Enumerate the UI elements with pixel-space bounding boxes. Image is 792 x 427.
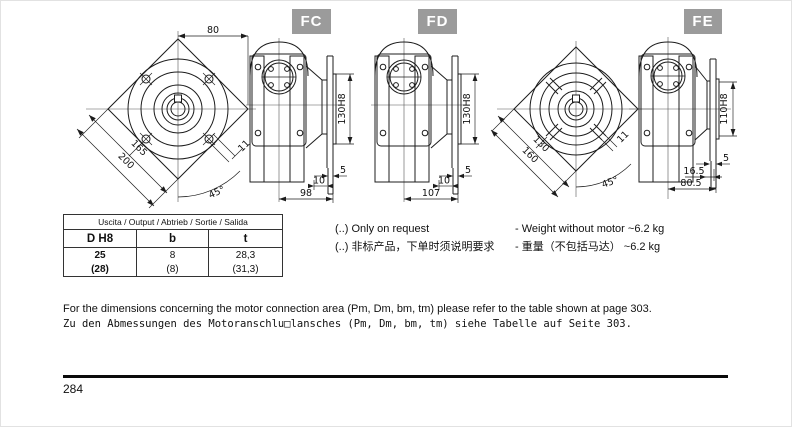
note-only-on-request-en: (..) Only on request	[335, 223, 430, 235]
dim-label-200: 200	[115, 151, 136, 172]
fe-front-view: 130 160 45° 11	[490, 41, 652, 198]
dim-label-fc-98: 98	[300, 188, 312, 199]
table-row: (28) (8) (31,3)	[63, 262, 283, 277]
table-cell-t: (31,3)	[208, 262, 283, 277]
dim-label-165: 165	[128, 138, 149, 159]
fc-side-view-drawing: 130H8 5 10 98	[245, 37, 355, 204]
dimension-lines	[76, 33, 249, 209]
column-header-b: b	[136, 229, 209, 248]
table-row: 25 8 28,3	[63, 247, 283, 262]
dim-label-fc-5: 5	[340, 165, 346, 176]
motor-connection-note-de: Zu den Abmessungen des Motoranschlu□lans…	[63, 318, 632, 330]
dim-label-fe-5: 5	[723, 153, 729, 164]
fe-side-dimensions	[668, 81, 737, 193]
dim-label-fd-5: 5	[465, 165, 471, 176]
flange-outline	[107, 38, 249, 180]
note-weight-en: - Weight without motor ~6.2 kg	[515, 223, 665, 235]
page-number: 284	[63, 382, 84, 396]
motor-connection-note: For the dimensions concerning the motor …	[63, 303, 652, 330]
fe-drawing: 130 160 45° 11	[490, 37, 737, 199]
motor-connection-note-en: For the dimensions concerning the motor …	[63, 303, 652, 315]
table-cell-t: 28,3	[208, 247, 283, 262]
dim-label-fe-165: 16.5	[683, 166, 704, 177]
request-notes: (..) Only on request (..) 非标产品，下单时须说明要求	[335, 220, 495, 256]
dim-label-fe-45deg: 45°	[600, 175, 620, 191]
output-dimensions-table: Uscita / Output / Abtrieb / Sortie / Sal…	[63, 214, 283, 277]
bolt-holes	[139, 72, 216, 146]
table-title: Uscita / Output / Abtrieb / Sortie / Sal…	[63, 214, 283, 230]
dim-label-fd-107: 107	[422, 188, 440, 199]
dim-label-fd-10: 10	[438, 176, 450, 187]
table-cell-b: 8	[136, 247, 209, 262]
dim-label-fc-bore: 130H8	[337, 93, 348, 124]
dim-label-45deg: 45°	[207, 184, 227, 201]
footer-rule	[63, 375, 728, 378]
weight-notes: - Weight without motor ~6.2 kg - 重量（不包括马…	[515, 220, 664, 256]
column-header-d-h8: D H8	[63, 229, 137, 248]
bolt-slots	[545, 77, 607, 141]
dim-label-fc-10: 10	[313, 176, 325, 187]
front-view-drawing: 80 165 200 45° 11	[76, 25, 256, 209]
dim-label-fe-bore: 110H8	[719, 93, 730, 124]
table-cell-d: 25	[63, 247, 137, 262]
keyway	[174, 94, 182, 103]
centerlines	[86, 31, 256, 202]
table-cell-d: (28)	[63, 262, 137, 277]
fe-side-view: 110H8 5 16.5 80.5	[629, 37, 737, 199]
fd-side-view-drawing: 130H8 5 10 107	[370, 37, 480, 204]
variant-label-fc: FC	[292, 9, 331, 34]
table-cell-b: (8)	[136, 262, 209, 277]
variant-label-fd: FD	[418, 9, 457, 34]
fe-front-dimensions	[490, 108, 632, 198]
dim-label-fe-805: 80.5	[680, 178, 701, 189]
note-weight-zh: - 重量（不包括马达） ~6.2 kg	[515, 241, 661, 253]
variant-label-fe: FE	[684, 9, 722, 34]
note-only-on-request-zh: (..) 非标产品，下单时须说明要求	[335, 241, 495, 253]
dim-label-fd-bore: 130H8	[462, 93, 473, 124]
dim-label-fe-11: 11	[615, 129, 631, 145]
column-header-t: t	[208, 229, 283, 248]
dim-label-80: 80	[207, 25, 219, 36]
keyway	[572, 94, 580, 103]
